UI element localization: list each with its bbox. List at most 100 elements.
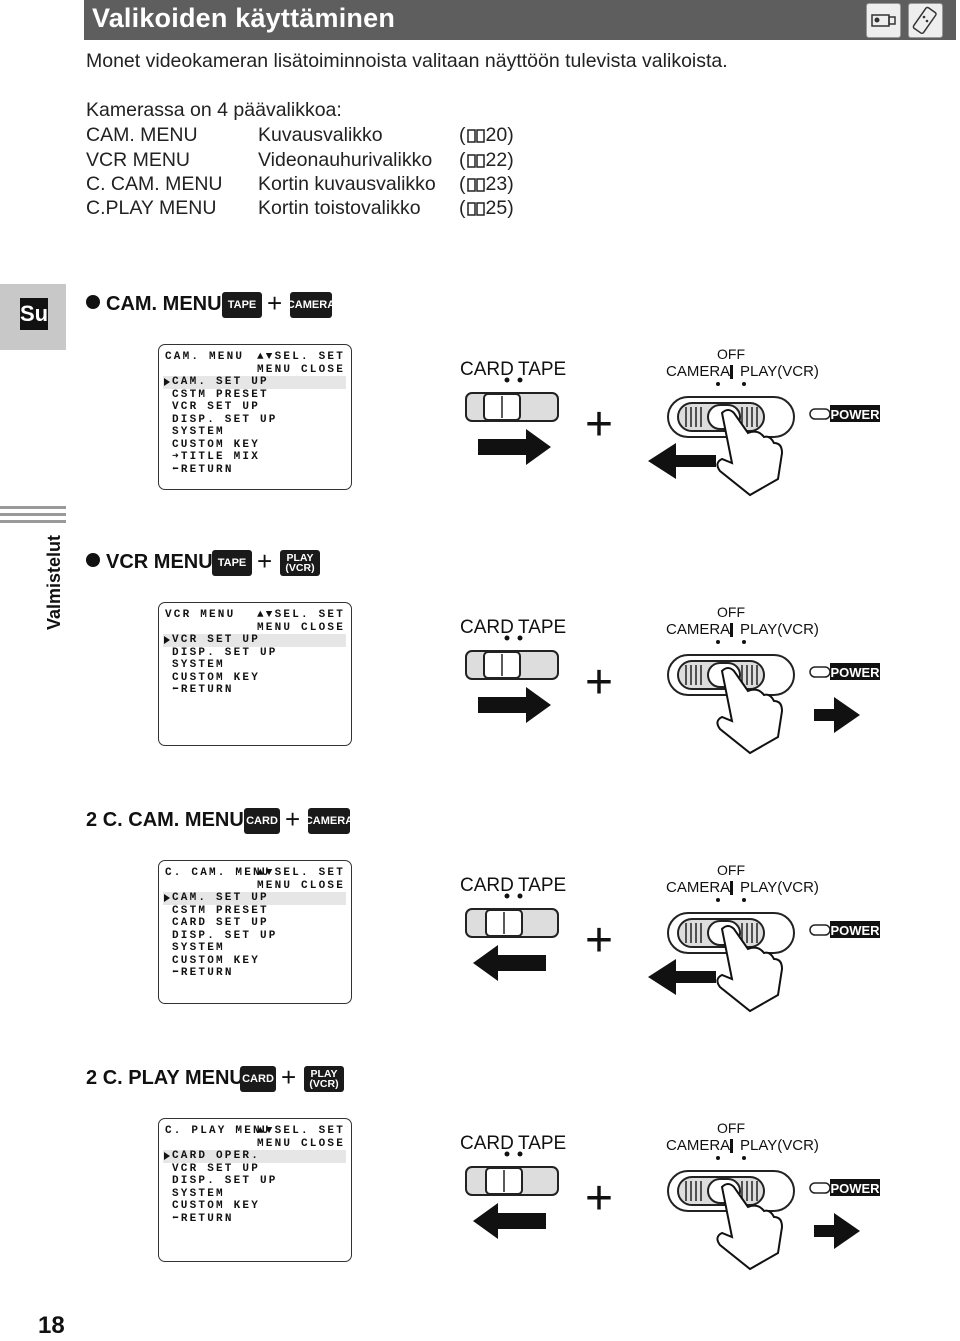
section-heading-text: VCR MENU bbox=[106, 551, 213, 573]
indicator-dot bbox=[716, 640, 720, 644]
arrow-left-icon bbox=[648, 959, 716, 995]
menu-screen-title: C. CAM. MENU bbox=[165, 867, 271, 879]
indicator-dot bbox=[742, 1156, 746, 1160]
menu-item[interactable]: SYSTEM bbox=[172, 942, 225, 954]
switch-marker bbox=[730, 1139, 733, 1153]
hand-icon bbox=[716, 1183, 784, 1271]
indicator-dot bbox=[716, 382, 720, 386]
mode-badge: CAMERA bbox=[287, 292, 335, 318]
camera-label: CAMERA bbox=[666, 363, 730, 380]
camera-label: CAMERA bbox=[666, 1137, 730, 1154]
power-lamp bbox=[809, 924, 831, 936]
play-vcr-label: PLAY(VCR) bbox=[740, 621, 819, 638]
indicator-dot bbox=[504, 1151, 510, 1157]
menu-item[interactable]: VCR SET UP bbox=[172, 1162, 261, 1175]
card-label: CARD bbox=[460, 359, 514, 380]
menu-item[interactable]: ➜TITLE MIX bbox=[172, 451, 261, 463]
menu-item[interactable]: DISP. SET UP bbox=[172, 929, 278, 942]
switch-marker bbox=[730, 365, 733, 379]
menu-screen-title: C. PLAY MENU bbox=[165, 1125, 271, 1137]
menu-item[interactable]: CSTM PRESET bbox=[172, 904, 269, 917]
menu-item[interactable]: SYSTEM bbox=[172, 659, 225, 671]
book-icon bbox=[466, 154, 485, 168]
menu-item[interactable]: DISP. SET UP bbox=[172, 1175, 278, 1187]
section-heading-text: CAM. MENU bbox=[106, 293, 222, 315]
menu-item[interactable]: VCR SET UP bbox=[172, 401, 261, 413]
menu-item[interactable]: DISP. SET UP bbox=[172, 646, 278, 659]
menu-item[interactable]: CUSTOM KEY bbox=[172, 954, 261, 967]
page-number: 18 bbox=[38, 1312, 65, 1339]
switch-marker bbox=[730, 623, 733, 637]
section-heading: VCR MENU bbox=[86, 551, 213, 574]
menu-item[interactable]: ⬅RETURN bbox=[172, 1212, 234, 1225]
step-number: 2 bbox=[86, 809, 103, 831]
plus-sign: + bbox=[281, 1062, 297, 1092]
camera-label: CAMERA bbox=[666, 879, 730, 896]
plus-sign: + bbox=[257, 546, 273, 576]
power-label: POWER bbox=[830, 1181, 880, 1196]
indicator-dot bbox=[504, 377, 510, 383]
language-tab: Su bbox=[0, 284, 66, 350]
hand-icon bbox=[716, 667, 784, 755]
menu-screen-title: VCR MENU bbox=[165, 609, 236, 621]
menu-item[interactable]: CUSTOM KEY bbox=[172, 671, 261, 684]
indicator-dot bbox=[742, 640, 746, 644]
tape-label: TAPE bbox=[518, 1133, 566, 1154]
intro-count: Kamerassa on 4 päävalikkoa: bbox=[86, 99, 342, 121]
title-bar: Valikoiden käyttäminen bbox=[84, 0, 956, 40]
indicator-dot bbox=[504, 635, 510, 641]
menu-close-hint: MENU CLOSE bbox=[256, 1137, 345, 1150]
tape-label: TAPE bbox=[518, 359, 566, 380]
tape-label: TAPE bbox=[518, 617, 566, 638]
menu-item[interactable]: VCR SET UP bbox=[163, 634, 346, 647]
menu-item[interactable]: CAM. SET UP bbox=[163, 376, 346, 389]
book-icon bbox=[466, 202, 485, 216]
power-label-bg bbox=[830, 921, 880, 938]
menu-item[interactable]: CSTM PRESET bbox=[172, 388, 269, 401]
menu-item[interactable]: ⬅RETURN bbox=[172, 684, 234, 696]
menu-item[interactable]: CAM. SET UP bbox=[163, 892, 346, 905]
menu-item[interactable]: ⬅RETURN bbox=[172, 463, 234, 476]
menu-item[interactable]: SYSTEM bbox=[172, 1187, 225, 1200]
off-label: OFF bbox=[717, 1120, 745, 1136]
mode-badge: TAPE bbox=[222, 292, 262, 318]
menu-name: C. CAM. MENU bbox=[86, 173, 223, 195]
arrow-right-icon bbox=[478, 429, 551, 465]
indicator-dot bbox=[742, 382, 746, 386]
menu-item[interactable]: ⬅RETURN bbox=[172, 967, 234, 979]
menu-item[interactable]: SYSTEM bbox=[172, 426, 225, 438]
arrow-left-icon bbox=[648, 443, 716, 479]
mode-badge: CARD bbox=[240, 1066, 276, 1092]
plus-sign: + bbox=[285, 804, 301, 834]
indicator-dot bbox=[742, 898, 746, 902]
menu-page-ref: (22) bbox=[459, 149, 514, 171]
menu-desc: Kuvausvalikko bbox=[258, 124, 383, 146]
section-heading-text: C. CAM. MENU bbox=[102, 809, 244, 831]
menu-item[interactable]: DISP. SET UP bbox=[172, 413, 278, 426]
menu-item[interactable]: CUSTOM KEY bbox=[172, 438, 261, 451]
plus-sign: + bbox=[585, 656, 614, 709]
plus-sign: + bbox=[585, 398, 614, 451]
camcorder-icon bbox=[866, 3, 901, 38]
power-label: POWER bbox=[830, 923, 880, 938]
intro-lead: Monet videokameran lisätoiminnoista vali… bbox=[86, 50, 728, 72]
book-icon bbox=[466, 178, 485, 192]
arrow-right-icon bbox=[478, 687, 551, 723]
menu-item[interactable]: CARD OPER. bbox=[163, 1150, 346, 1163]
menu-page-ref: (23) bbox=[459, 173, 514, 195]
bullet-icon bbox=[86, 553, 100, 567]
section-divider bbox=[0, 506, 66, 523]
menu-desc: Videonauhurivalikko bbox=[258, 149, 433, 171]
indicator-dot bbox=[504, 893, 510, 899]
menu-item[interactable]: CARD SET UP bbox=[172, 917, 269, 929]
section-heading: 2 C. CAM. MENU bbox=[86, 809, 244, 832]
menu-name: CAM. MENU bbox=[86, 124, 198, 146]
mode-badge: PLAY(VCR) bbox=[280, 550, 320, 576]
sel-set-hint: ▲▼SEL. SET bbox=[256, 867, 345, 879]
menu-item[interactable]: CUSTOM KEY bbox=[172, 1200, 261, 1212]
switch-marker bbox=[730, 881, 733, 895]
camera-label: CAMERA bbox=[666, 621, 730, 638]
